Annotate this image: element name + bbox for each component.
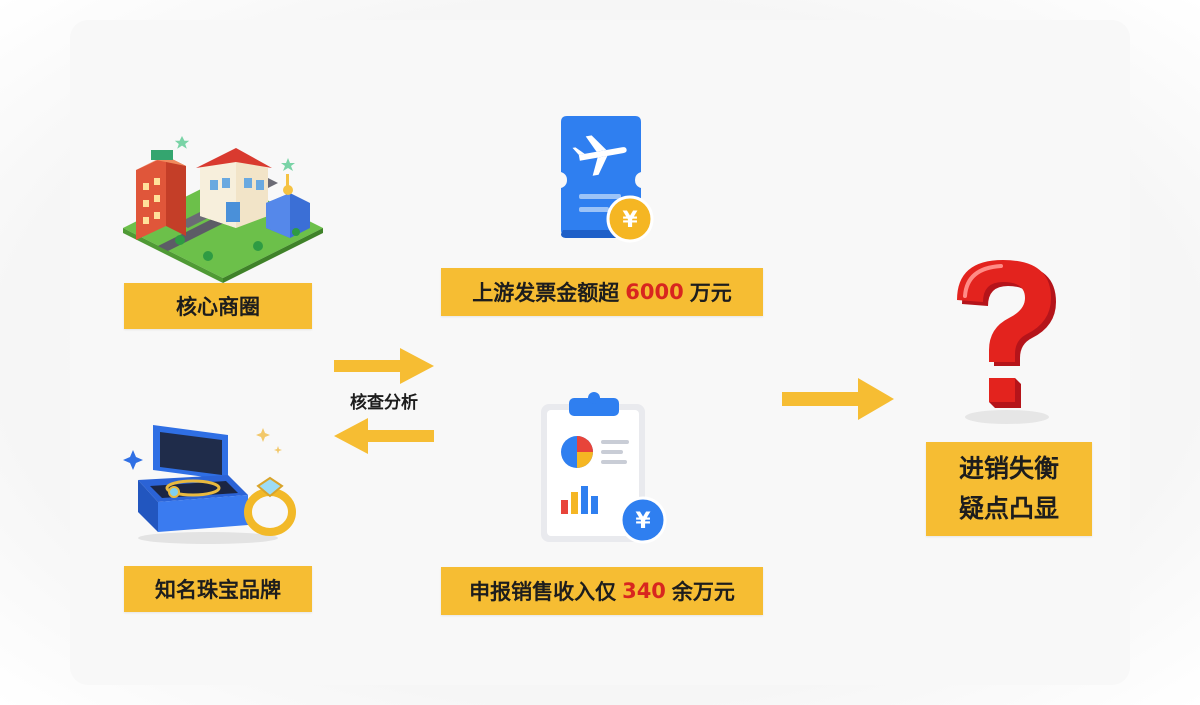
upstream-invoice-prefix: 上游发票金额超 bbox=[472, 281, 620, 305]
declared-sales-label: 申报销售收入仅 340 余万元 bbox=[441, 567, 763, 615]
arrow-right-conclusion bbox=[782, 378, 894, 420]
clipboard-report-yen-icon: ¥ bbox=[541, 392, 667, 544]
core-district-text: 核心商圈 bbox=[176, 295, 260, 319]
red-question-mark-icon bbox=[957, 260, 1056, 424]
upstream-invoice-suffix: 万元 bbox=[689, 281, 732, 305]
verification-analysis-label: 核查分析 bbox=[350, 393, 418, 413]
arrow-right-top bbox=[334, 348, 434, 384]
conclusion-line1: 进销失衡 bbox=[958, 454, 1059, 483]
upstream-invoice-label: 上游发票金额超 6000 万元 bbox=[441, 268, 763, 316]
svg-text:¥: ¥ bbox=[635, 509, 651, 534]
svg-text:¥: ¥ bbox=[622, 208, 638, 233]
core-district-label: 核心商圈 bbox=[124, 283, 312, 329]
arrow-left-bottom bbox=[334, 418, 434, 454]
jewelry-box-ring-icon bbox=[123, 425, 296, 544]
declared-sales-suffix: 余万元 bbox=[671, 580, 735, 604]
plane-ticket-yen-icon: ¥ bbox=[561, 116, 654, 243]
declared-sales-prefix: 申报销售收入仅 bbox=[469, 580, 617, 604]
conclusion-label: 进销失衡 疑点凸显 bbox=[926, 442, 1092, 536]
city-buildings-icon bbox=[123, 136, 323, 283]
declared-sales-amount: 340 bbox=[622, 579, 666, 603]
upstream-invoice-amount: 6000 bbox=[625, 280, 684, 304]
jewelry-brand-text: 知名珠宝品牌 bbox=[155, 578, 281, 602]
conclusion-line2: 疑点凸显 bbox=[958, 494, 1059, 523]
jewelry-brand-label: 知名珠宝品牌 bbox=[124, 566, 312, 612]
